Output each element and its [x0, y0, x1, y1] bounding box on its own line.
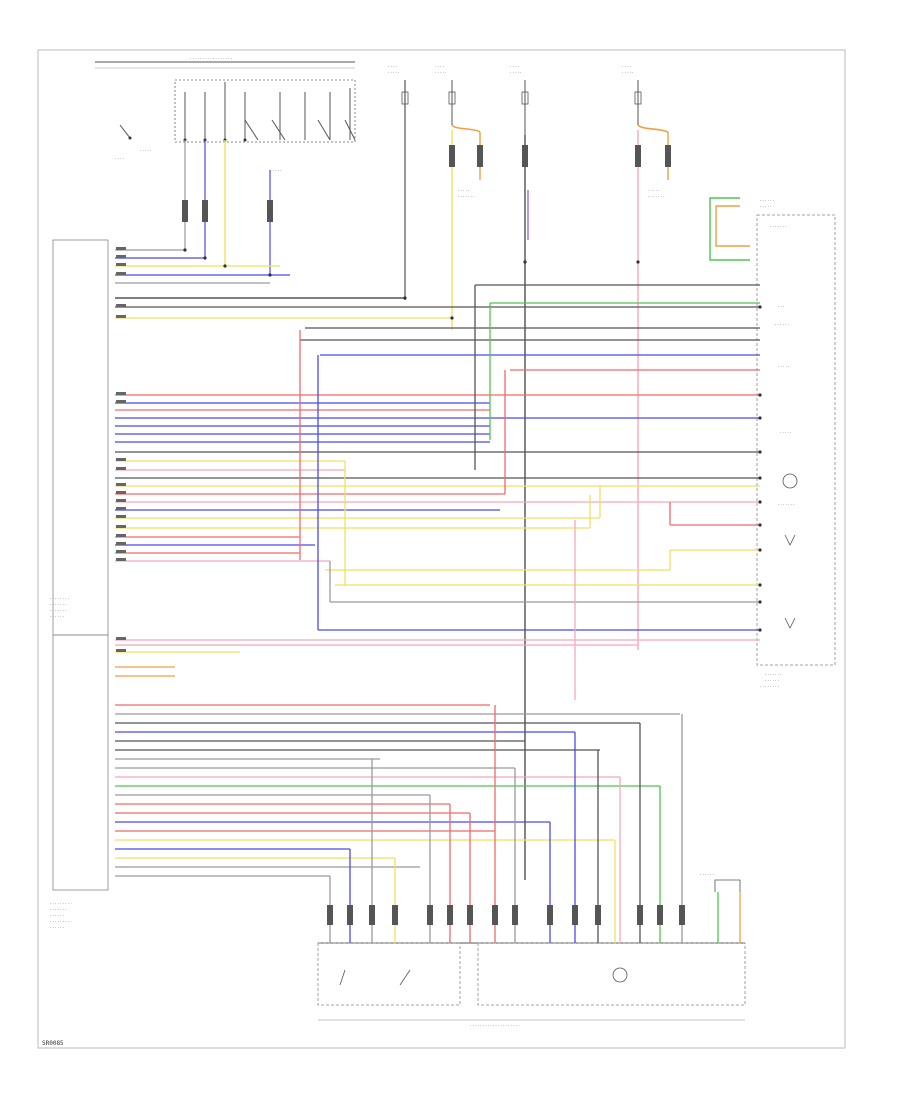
pin-labels-upper [116, 247, 126, 652]
svg-text:· · · ·: · · · · [435, 64, 444, 69]
svg-text:· · · · ·: · · · · · [622, 70, 633, 75]
lower-wire-drops [329, 705, 741, 943]
svg-text:· · · · · · · · ·: · · · · · · · · · [50, 919, 72, 924]
svg-text:· · · · · ·: · · · · · · [50, 913, 64, 918]
top-switch-assembly: · · · · · · · · · · · · · · · · · · · · … [95, 56, 356, 275]
svg-text:· · · · · ·: · · · · · · [50, 925, 64, 930]
svg-text:· · · · · · ·: · · · · · · · [778, 502, 795, 507]
svg-text:· · · · · · · · · · · · · · ·: · · · · · · · · · · · · · · · · · · · · [470, 1023, 520, 1028]
svg-text:· · · · · · · · ·: · · · · · · · · · [50, 901, 72, 906]
svg-text:· · · · · · ·: · · · · · · · [770, 224, 787, 229]
lower-wire-bundle [115, 644, 680, 877]
svg-text:· · · · · ·: · · · · · · [50, 614, 64, 619]
svg-text:· · · · ·: · · · · · [780, 430, 791, 435]
upper-wire-risers [299, 285, 671, 700]
svg-text:· · · · · · ·: · · · · · · · [50, 602, 67, 607]
svg-text:· · · · · · ·: · · · · · · · [50, 907, 67, 912]
svg-text:· · · · · · ·: · · · · · · · [648, 194, 665, 199]
svg-text:· · · · ·: · · · · · [270, 168, 281, 173]
svg-text:· · · · · ·: · · · · · · [760, 198, 774, 203]
fuse-stack-2: · · · · · · · · · · · · · · · · · · · · … [435, 64, 481, 330]
fuse-stack-3: · · · · · · · · · [510, 64, 529, 880]
svg-text:· · · · ·: · · · · · [140, 148, 151, 153]
fuse-stack-1: · · · · · · · · · [388, 64, 409, 300]
control-module-lower: · · · · · · · · · · · · · · · · · · · · … [50, 634, 109, 930]
svg-text:· · · · · ·: · · · · · · [775, 322, 789, 327]
svg-text:· · · · ·: · · · · · [648, 188, 659, 193]
svg-text:· · · · · ·: · · · · · · [765, 678, 779, 683]
svg-text:· · · · ·: · · · · · [510, 70, 521, 75]
svg-text:· · · · · · · ·: · · · · · · · · [760, 684, 779, 689]
connector-icon [182, 145, 685, 925]
right-component-assembly: · · · · · · · · · · · · · · · · · · · · … [709, 197, 836, 689]
svg-text:· · · · ·: · · · · · [435, 70, 446, 75]
svg-text:· · · · · · ·: · · · · · · · [50, 608, 67, 613]
fuse-stack-4: · · · · · · · · · · · · · · · · · · · · … [622, 64, 669, 650]
control-module-upper: · · · · · · · · · · · · · · · · · · · · … [50, 239, 109, 636]
diagram-frame [37, 49, 846, 1049]
svg-text:· · · · · ·: · · · · · · [700, 872, 714, 877]
splice-icon [183, 248, 762, 632]
svg-text:· · · · · · · ·: · · · · · · · · [50, 596, 69, 601]
svg-text:· · · ·: · · · · [388, 64, 397, 69]
bulb-icon [782, 473, 798, 489]
diagram-code: SR0085 [42, 1040, 64, 1047]
upper-wire-bundle [115, 249, 760, 641]
svg-text:· · · ·: · · · · [115, 156, 124, 161]
svg-text:· · · · · · · · · · · · · · ·: · · · · · · · · · · · · · · · · · [190, 56, 232, 61]
switch-icon [784, 534, 796, 546]
svg-text:· · · · ·: · · · · · [388, 70, 399, 75]
svg-text:· · · · ·: · · · · · [778, 364, 789, 369]
svg-text:· · · ·: · · · · [510, 64, 519, 69]
svg-text:· · · · · · ·: · · · · · · · [765, 672, 782, 677]
svg-text:· · ·: · · · [778, 304, 784, 309]
svg-text:· · · · · · ·: · · · · · · · [458, 194, 475, 199]
svg-text:· · · ·: · · · · [622, 64, 631, 69]
bottom-connector-block: · · · · · · · · · · · · · · · · · · · · … [317, 872, 746, 1028]
svg-text:· · · · ·: · · · · · [458, 188, 469, 193]
svg-text:· · · · ·: · · · · · [760, 204, 771, 209]
